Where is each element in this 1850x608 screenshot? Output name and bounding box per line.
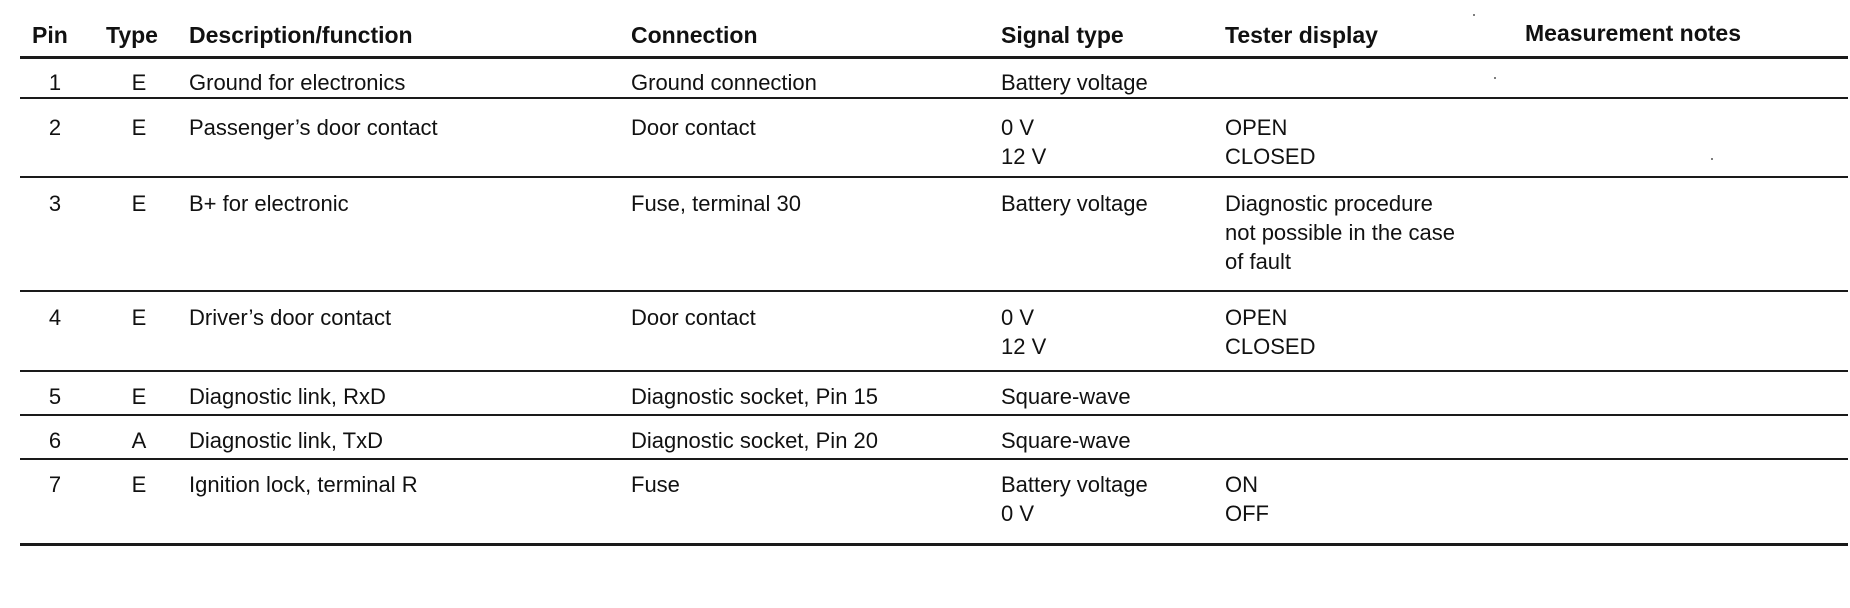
- header-connection: Connection: [631, 22, 758, 48]
- pin-number: 2: [48, 115, 62, 140]
- pin-number: 3: [48, 191, 62, 216]
- connection-cell: Ground connection: [631, 70, 817, 95]
- pin-number: 6: [48, 428, 62, 453]
- tester-display-line: CLOSED: [1225, 334, 1316, 359]
- tester-display-line: Diagnostic procedure: [1225, 191, 1433, 216]
- row-divider: [20, 176, 1848, 178]
- connection-cell: Door contact: [631, 115, 756, 140]
- signal-type-line: Square-wave: [1001, 384, 1131, 409]
- header-type: Type: [106, 22, 158, 48]
- signal-type-line: 0 V: [1001, 305, 1035, 330]
- row-divider: [20, 414, 1848, 416]
- header-signal-type: Signal type: [1001, 22, 1124, 48]
- row-divider: [20, 97, 1848, 99]
- connection-cell: Fuse: [631, 472, 680, 497]
- description-cell: Driver’s door contact: [189, 305, 392, 330]
- pin-number: 5: [48, 384, 62, 409]
- tester-display-line: CLOSED: [1225, 144, 1316, 169]
- pin-number: 4: [48, 305, 62, 330]
- pin-type: E: [131, 191, 147, 216]
- signal-type-line: 0 V: [1001, 115, 1035, 140]
- header-pin: Pin: [32, 22, 68, 48]
- description-cell: Ignition lock, terminal R: [189, 472, 418, 497]
- pin-number: 7: [48, 472, 62, 497]
- tester-display-line: OPEN: [1225, 115, 1288, 140]
- signal-type-line: Battery voltage: [1001, 191, 1148, 216]
- header-description: Description/function: [189, 22, 413, 48]
- signal-type-line: Battery voltage: [1001, 472, 1148, 497]
- pin-type: E: [131, 384, 147, 409]
- header-tester-display: Tester display: [1225, 22, 1378, 48]
- tester-display-line: not possible in the case: [1225, 220, 1455, 245]
- scan-speck: [1473, 14, 1475, 16]
- connection-cell: Fuse, terminal 30: [631, 191, 801, 216]
- signal-type-line: 12 V: [1001, 144, 1047, 169]
- tester-display-line: OPEN: [1225, 305, 1288, 330]
- description-cell: B+ for electronic: [189, 191, 349, 216]
- row-divider: [20, 543, 1848, 546]
- header-measurement-notes: Measurement notes: [1525, 20, 1742, 46]
- connection-cell: Diagnostic socket, Pin 15: [631, 384, 879, 409]
- signal-type-line: 0 V: [1001, 501, 1035, 526]
- description-cell: Diagnostic link, TxD: [189, 428, 383, 453]
- tester-display-line: of fault: [1225, 249, 1292, 274]
- description-cell: Passenger’s door contact: [189, 115, 438, 140]
- connection-cell: Diagnostic socket, Pin 20: [631, 428, 879, 453]
- header-rule: [20, 56, 1848, 59]
- signal-type-line: 12 V: [1001, 334, 1047, 359]
- row-divider: [20, 370, 1848, 372]
- scan-speck: [1494, 77, 1496, 79]
- pin-type: E: [131, 305, 147, 330]
- connection-cell: Door contact: [631, 305, 756, 330]
- description-cell: Ground for electronics: [189, 70, 406, 95]
- signal-type-line: Battery voltage: [1001, 70, 1148, 95]
- scan-speck: [1711, 158, 1713, 160]
- signal-type-line: Square-wave: [1001, 428, 1131, 453]
- pin-type: E: [131, 70, 147, 95]
- pin-type: E: [131, 472, 147, 497]
- row-divider: [20, 290, 1848, 292]
- tester-display-line: ON: [1225, 472, 1258, 497]
- pin-type: A: [131, 428, 147, 453]
- pin-number: 1: [48, 70, 62, 95]
- row-divider: [20, 458, 1848, 460]
- pin-type: E: [131, 115, 147, 140]
- description-cell: Diagnostic link, RxD: [189, 384, 386, 409]
- tester-display-line: OFF: [1225, 501, 1269, 526]
